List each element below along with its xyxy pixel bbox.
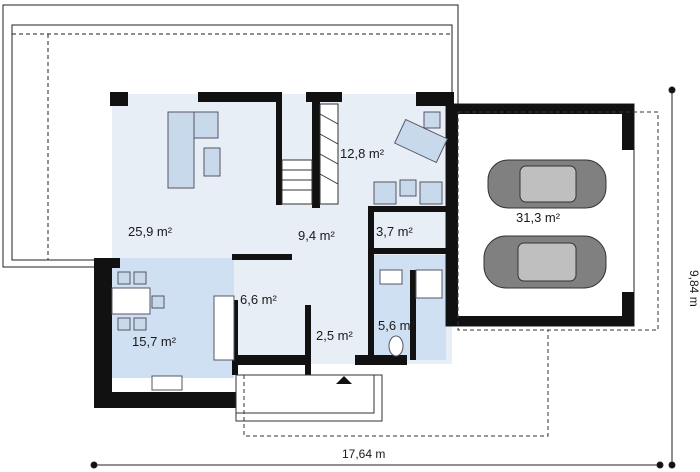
entrance-arrow [336,376,352,384]
garage [445,103,635,327]
area-bath: 5,6 m² [378,318,416,333]
sofa [167,111,221,189]
dimension-depth: 9,84 m [687,270,700,307]
area-office: 12,8 m² [340,146,385,161]
area-kitchen: 15,7 m² [132,334,177,349]
interior-walls [232,100,448,375]
car-top [487,159,607,209]
area-utility: 3,7 m² [376,224,414,239]
dashed-outline [243,111,659,437]
dining-set [111,271,165,331]
area-vestibule: 2,5 m² [316,328,354,343]
area-hall: 9,4 m² [298,228,336,243]
dimension-lines [90,86,676,469]
area-room: 6,6 m² [240,292,278,307]
entrance-steps [235,374,383,422]
area-living: 25,9 m² [128,224,173,239]
bathroom-fixtures [379,269,443,357]
exterior-walls [94,92,454,408]
kitchen-counter [151,295,235,391]
stairs [281,103,339,205]
office-furniture [373,111,449,205]
dimension-width: 17,64 m [342,447,385,461]
car-bottom [483,235,607,289]
area-garage: 31,3 m² [516,210,561,225]
